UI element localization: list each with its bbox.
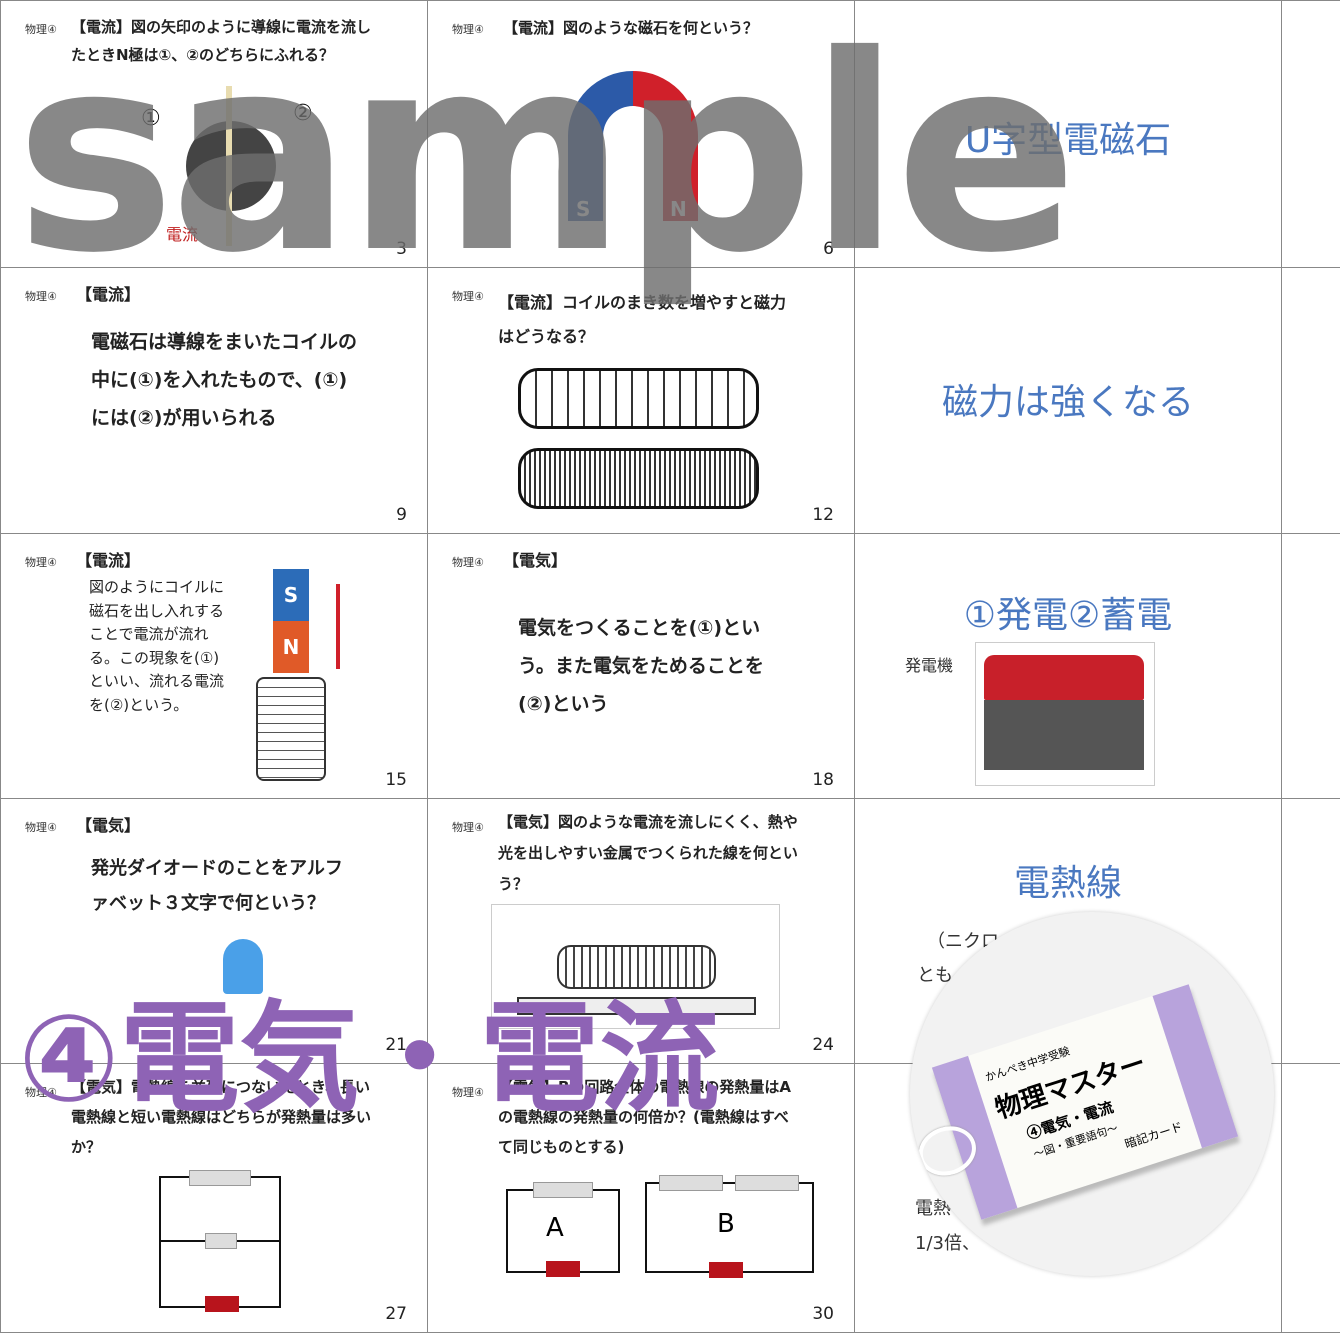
up-down-arrow-icon [336, 584, 340, 669]
product-photo: かんぺき中学受験 物理マスター ④電気・電流 〜図・重要語句〜 暗記カード [910, 912, 1274, 1276]
answer-note-2: とも [917, 965, 953, 986]
card-24: 物理④ 【電気】図のような電流を流しにくく、熱や光を出しやすい金属でつくられた線… [427, 798, 855, 1064]
card-partial [1281, 1063, 1340, 1333]
s-label: S [576, 197, 590, 221]
card-27: 物理④ 【電気】電熱線を並列につないだとき、長い電熱線と短い電熱線はどちらが発熱… [0, 1063, 428, 1333]
coil-few-turns [518, 368, 759, 429]
card-number: 3 [396, 239, 407, 259]
card-tag: 物理④ [452, 821, 484, 834]
card-tag: 物理④ [452, 556, 484, 569]
card-number: 9 [396, 505, 407, 525]
question-text: 電気をつくることを(①)という。また電気をためることを(②)という [518, 617, 764, 715]
card-tag: 物理④ [25, 290, 57, 303]
card-tag: 物理④ [452, 1086, 484, 1099]
card-18: 物理④ 【電気】 電気をつくることを(①)という。また電気をためることを(②)と… [427, 533, 855, 799]
answer-card-12: 磁力は強くなる [854, 267, 1282, 534]
question-text: 【電流】コイルのまき数を増やすと磁力はどうなる？ [498, 293, 787, 346]
product-type: 暗記カード [1122, 1119, 1185, 1152]
product-title-overlay: ④電気・電流 [18, 990, 720, 1129]
parallel-circuit-diagram [159, 1170, 281, 1312]
circuit-a: A [506, 1182, 620, 1277]
card-number: 27 [385, 1304, 407, 1324]
card-21: 物理④ 【電気】 発光ダイオードのことをアルファベット３文字で何という？ 21 [0, 798, 428, 1064]
card-number: 18 [812, 770, 834, 790]
answer-text: 電熱 [915, 1198, 951, 1219]
label-1: ① [141, 106, 161, 131]
answer-text-2: 1/3倍、 [915, 1233, 980, 1254]
card-partial [1281, 0, 1340, 268]
sample-watermark: sample [15, 0, 1078, 312]
question-heading: 【電流】 [76, 551, 141, 570]
answer-note: （ニクロ [927, 931, 999, 952]
card-tag: 物理④ [25, 556, 57, 569]
generator-label: 発電機 [905, 656, 954, 675]
card-number: 15 [385, 770, 407, 790]
answer-card-6: U字型電磁石 [854, 0, 1282, 268]
n-label: N [670, 197, 687, 221]
card-partial [1281, 533, 1340, 799]
card-tag: 物理④ [452, 23, 484, 36]
magnet-s-pole: S [273, 569, 309, 621]
card-partial [1281, 798, 1340, 1064]
answer-text: 電熱線 [1013, 863, 1122, 904]
card-tag: 物理④ [25, 821, 57, 834]
question-text: 電磁石は導線をまいたコイルの中に(①)を入れたもので、(①)には(②)が用いられ… [91, 331, 358, 429]
card-number: 12 [812, 505, 834, 525]
circuit-a-label: A [546, 1213, 564, 1243]
card-6: 物理④ 【電流】図のような磁石を何という？ S N 6 [427, 0, 855, 268]
card-30: 物理④ 【電気】Bの回路全体の電熱線の発熱量はAの電熱線の発熱量の何倍か？(電熱… [427, 1063, 855, 1333]
card-tag: 物理④ [25, 23, 57, 36]
card-partial [1281, 267, 1340, 534]
card-number: 24 [812, 1035, 834, 1055]
card-number: 6 [823, 239, 834, 259]
question-heading: 【電流】 [76, 285, 141, 304]
heating-wire-image [491, 904, 780, 1029]
coil-many-turns [518, 448, 759, 509]
question-text: 【電気】電熱線を並列につないだとき、長い電熱線と短い電熱線はどちらが発熱量は多い… [71, 1078, 372, 1156]
question-text: 【電気】図のような電流を流しにくく、熱や光を出しやすい金属でつくられた線を何とい… [498, 813, 798, 893]
answer-text: U字型電磁石 [964, 120, 1172, 161]
answer-card-18: ①発電②蓄電 発電機 [854, 533, 1282, 799]
card-number: 21 [385, 1035, 407, 1055]
question-text: 発光ダイオードのことをアルファベット３文字で何という？ [91, 858, 343, 914]
question-heading: 【電気】 [76, 816, 141, 835]
card-15: 物理④ 【電流】 図のようにコイルに磁石を出し入れすることで電流が流れる。この現… [0, 533, 428, 799]
card-3: 物理④ 【電流】図の矢印のように導線に電流を流したときN極は①、②のどちらにふれ… [0, 0, 428, 268]
coil-icon [256, 677, 326, 781]
u-magnet-icon: S N [568, 71, 698, 221]
label-2: ② [293, 101, 313, 126]
circuit-b: B [645, 1175, 814, 1278]
card-number: 30 [812, 1304, 834, 1324]
card-tag: 物理④ [452, 290, 484, 303]
question-text: 【電気】Bの回路全体の電熱線の発熱量はAの電熱線の発熱量の何倍か？(電熱線はすべ… [498, 1078, 792, 1156]
card-tag: 物理④ [25, 1086, 57, 1099]
current-label: 電流 [166, 225, 199, 244]
question-heading: 【電気】 [503, 551, 568, 570]
answer-text: 磁力は強くなる [941, 382, 1194, 423]
wire [226, 86, 232, 246]
circuit-b-label: B [717, 1209, 735, 1239]
magnet-n-pole: N [273, 621, 309, 673]
led-icon [223, 939, 263, 994]
question-text: 図のようにコイルに磁石を出し入れすることで電流が流れる。この現象を(①)といい、… [89, 578, 225, 714]
question-text: 【電流】図のような磁石を何という？ [503, 19, 759, 37]
flashcard-deck-image: かんぺき中学受験 物理マスター ④電気・電流 〜図・重要語句〜 暗記カード [912, 984, 1239, 1220]
question-text: 【電流】図の矢印のように導線に電流を流したときN極は①、②のどちらにふれる？ [71, 18, 372, 64]
answer-text: ①発電②蓄電 [963, 595, 1173, 636]
generator-image [975, 642, 1155, 786]
